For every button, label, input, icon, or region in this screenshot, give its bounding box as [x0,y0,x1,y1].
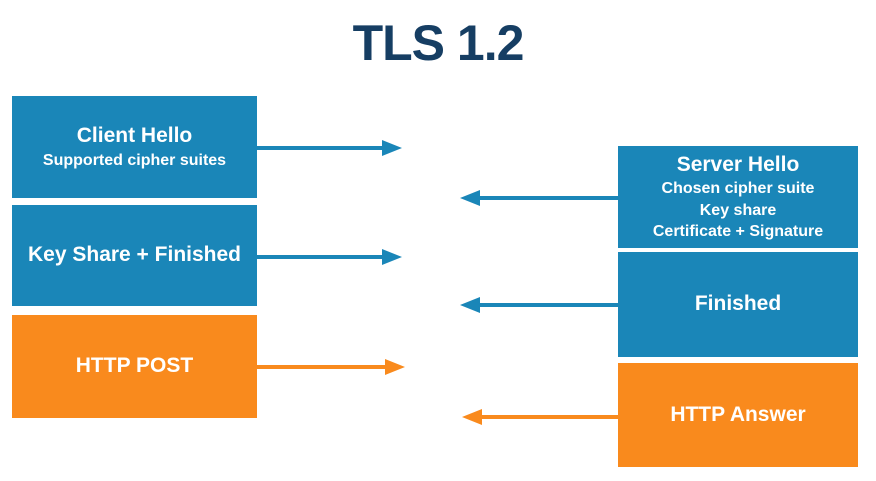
key-share-finished-box: Key Share + Finished [12,205,257,306]
client-hello-detail: Supported cipher suites [42,151,227,169]
arrow-head [462,409,482,425]
arrow-shaft [257,365,389,369]
arrow-head [385,359,405,375]
finished-label: Finished [694,292,782,316]
server-hello-detail-3: Certificate + Signature [652,222,824,240]
arrow-head [460,190,480,206]
arrow-shaft [257,255,386,259]
client-hello-label: Client Hello [76,124,193,148]
server-hello-arrow-left-icon [460,190,620,206]
finished-arrow-left-icon [460,297,620,313]
arrow-head [382,140,402,156]
server-hello-detail-1: Chosen cipher suite [661,180,815,198]
http-post-box: HTTP POST [12,315,257,418]
server-hello-detail-2: Key share [699,201,777,219]
arrow-head [460,297,480,313]
arrow-shaft [476,196,620,200]
key-share-finished-arrow-right-icon [257,249,402,265]
client-hello-box: Client Hello Supported cipher suites [12,96,257,198]
diagram-title: TLS 1.2 [352,15,525,71]
server-hello-label: Server Hello [676,153,800,177]
http-answer-label: HTTP Answer [670,402,806,426]
key-share-finished-label: Key Share + Finished [28,243,241,267]
http-post-label: HTTP POST [75,354,194,378]
server-hello-box: Server Hello Chosen cipher suite Key sha… [618,146,858,248]
http-answer-arrow-left-icon [462,409,620,425]
http-post-arrow-right-icon [257,359,405,375]
finished-box: Finished [618,252,858,357]
arrow-shaft [257,146,386,150]
arrow-shaft [478,415,620,419]
client-hello-arrow-right-icon [257,140,402,156]
arrow-shaft [476,303,620,307]
arrow-head [382,249,402,265]
http-answer-box: HTTP Answer [618,363,858,467]
